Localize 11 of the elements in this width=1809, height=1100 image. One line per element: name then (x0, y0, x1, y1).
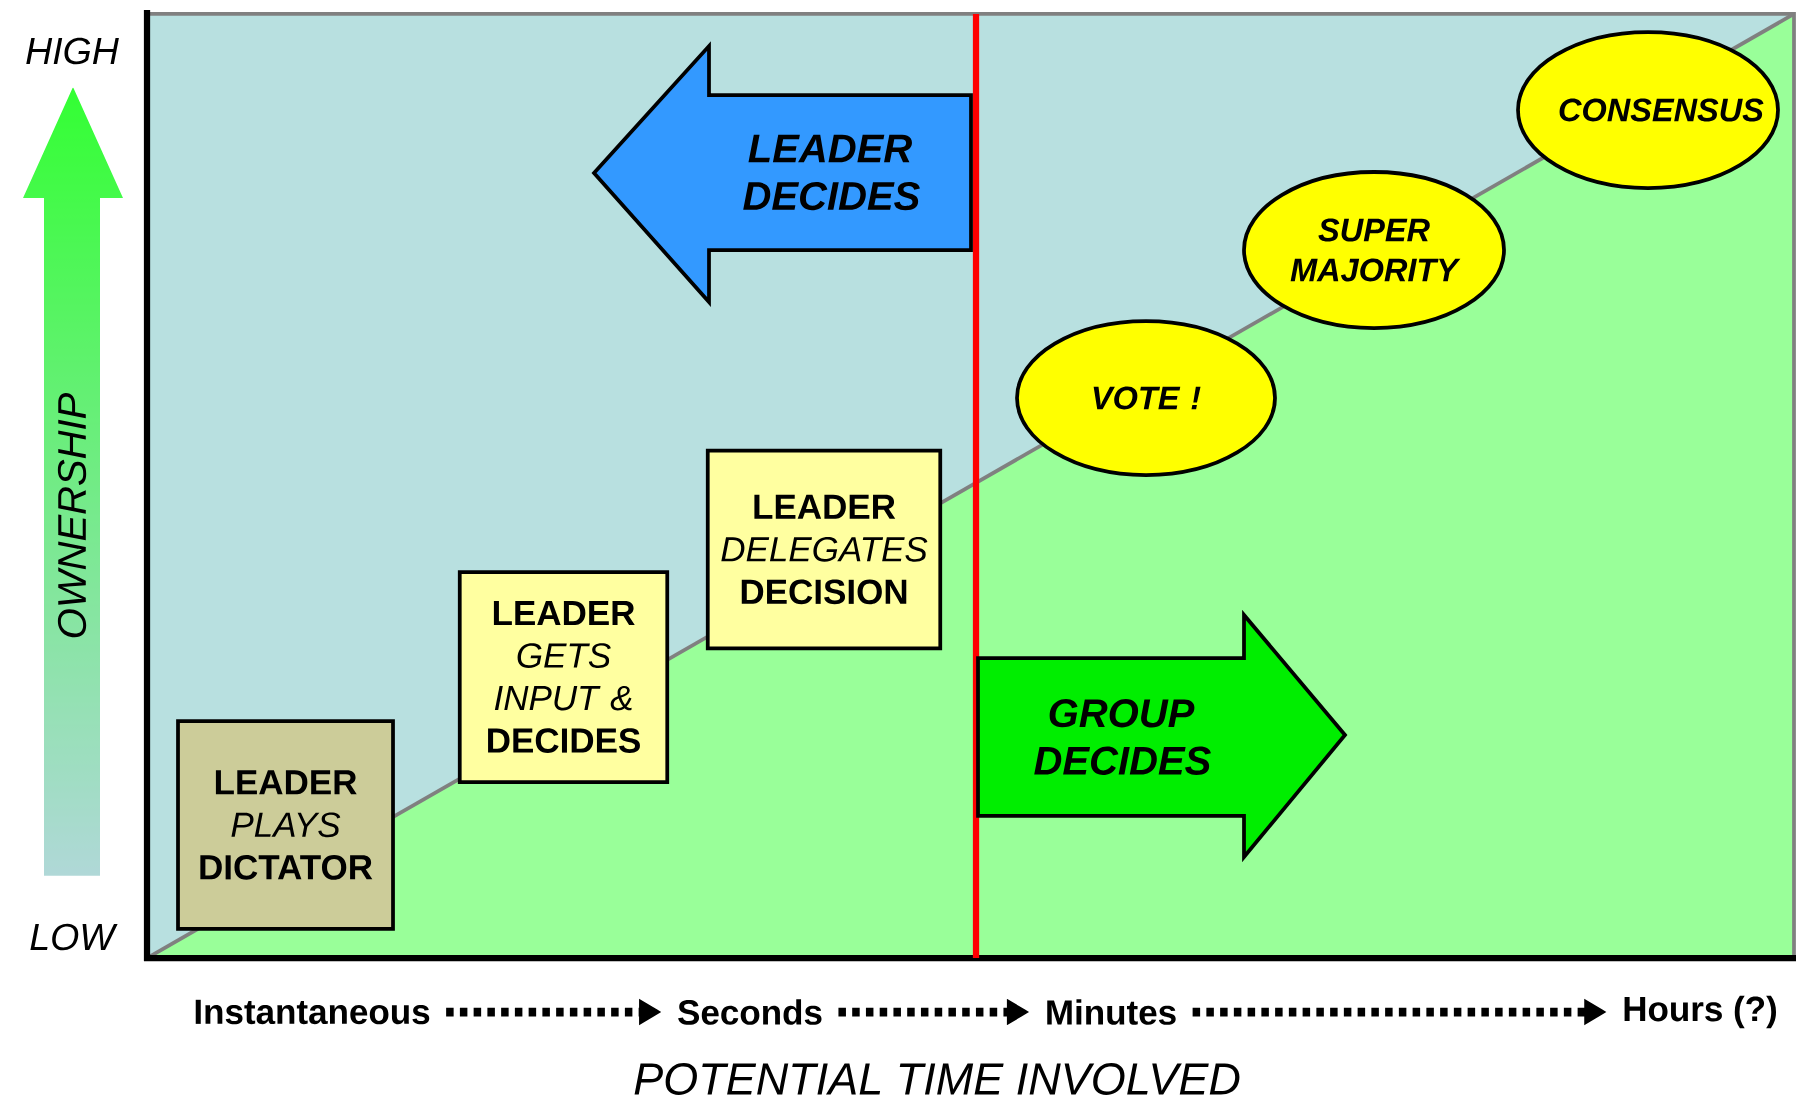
axis-label: LOW (30, 923, 118, 951)
axis-label: OWNERSHIP (57, 392, 87, 638)
axis-title: POTENTIAL TIME INVOLVED (634, 1063, 1240, 1095)
text-box: LEADER GETS INPUT & DECIDES (457, 570, 670, 784)
time-label: Minutes (1047, 999, 1176, 1025)
text-box: LEADER PLAYS DICTATOR (176, 719, 395, 931)
axis-label: HIGH (26, 37, 119, 65)
time-label: Seconds (678, 999, 822, 1025)
text-box: LEADER DELEGATES DECISION (705, 448, 943, 651)
time-label: Instantaneous (195, 999, 430, 1025)
time-label: Hours (?) (1624, 995, 1776, 1029)
